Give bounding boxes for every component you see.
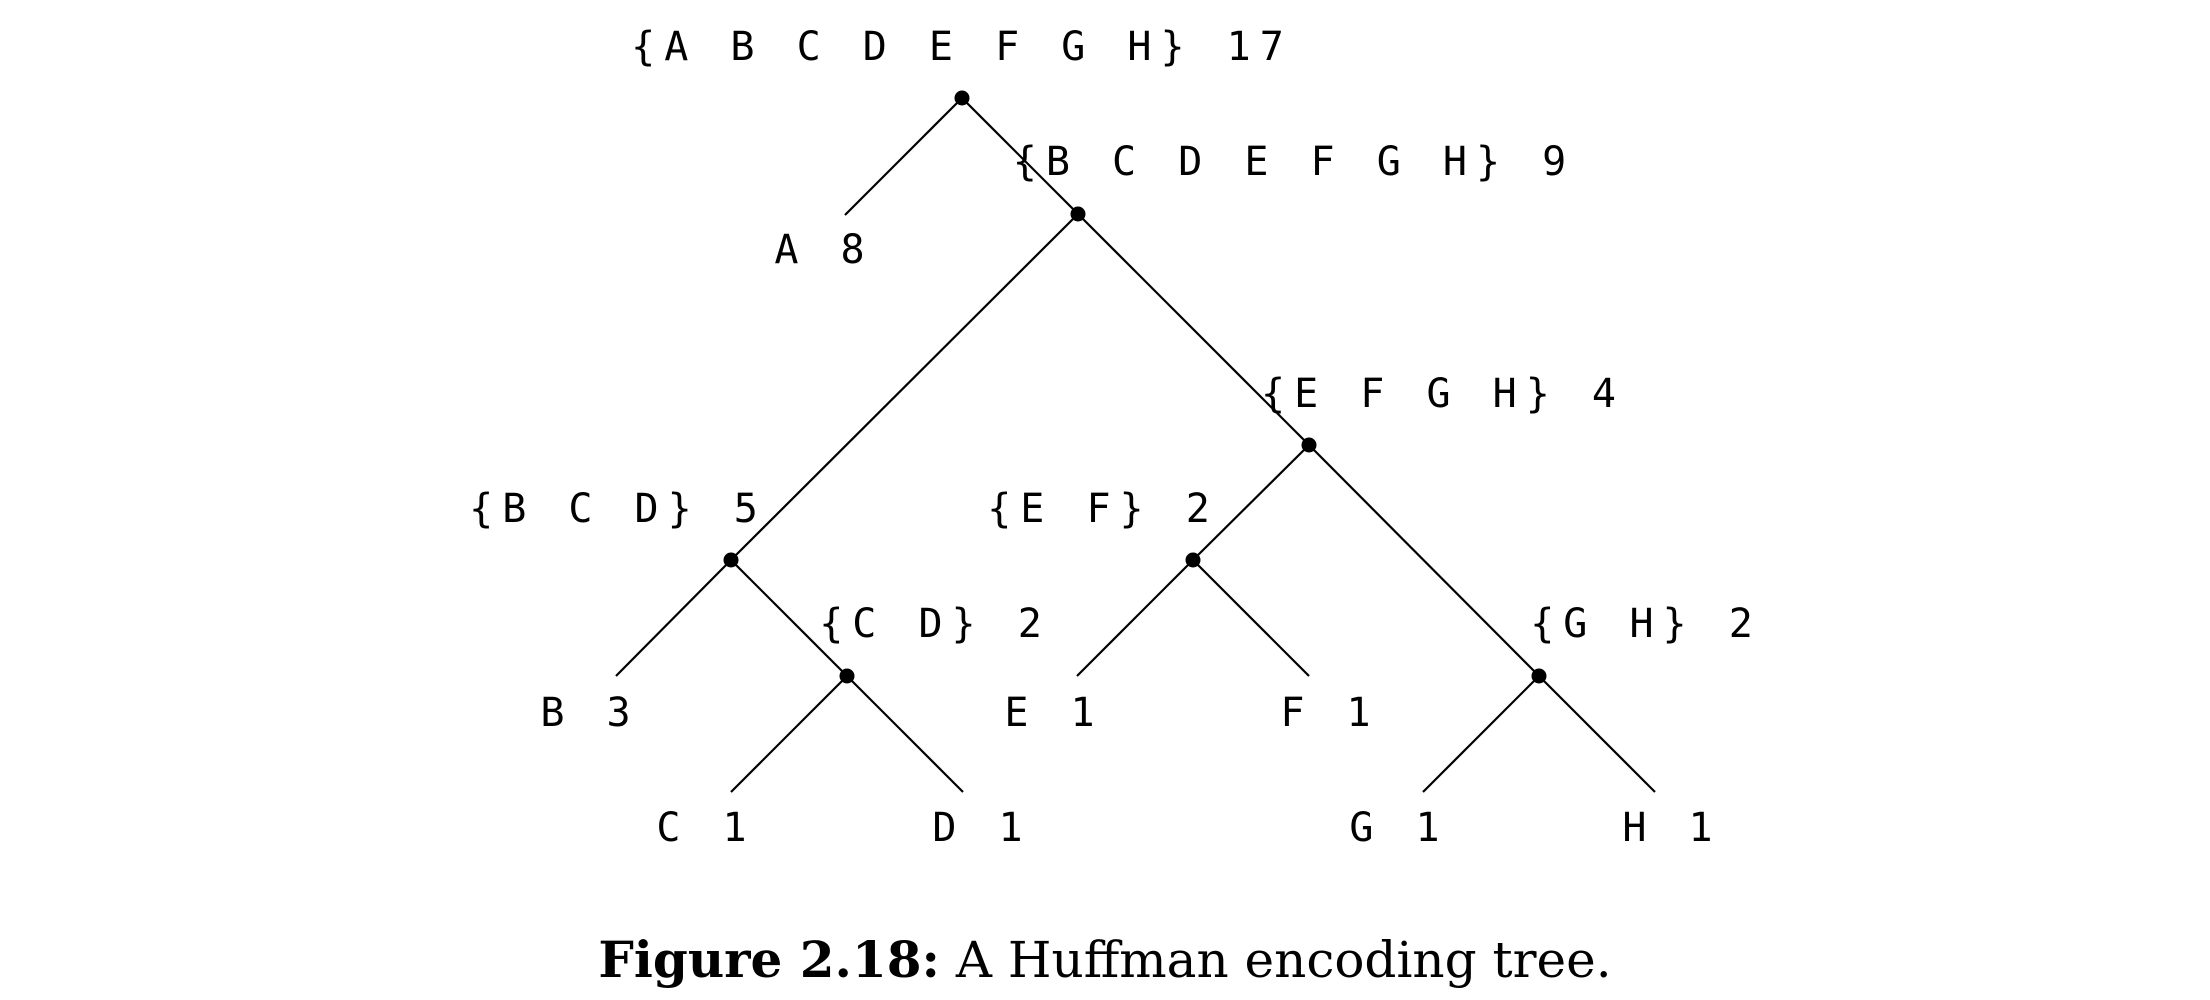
leaf-node-label-g: G 1 [1349, 805, 1448, 851]
tree-edge-root-a [844, 97, 963, 216]
tree-edge-efgh-ef [1192, 444, 1310, 561]
tree-node-dot-cd [839, 668, 855, 684]
tree-node-dot-ef [1185, 552, 1201, 568]
internal-node-label-bcdefgh: {B C D E F G H} 9 [1013, 139, 1575, 185]
leaf-node-label-a: A 8 [774, 227, 873, 273]
tree-edge-bcd-b [615, 559, 732, 677]
tree-edge-cd-c [730, 675, 848, 793]
tree-node-markers [723, 90, 1547, 684]
figure-caption-text: A Huffman encoding tree. [955, 931, 1612, 989]
tree-edge-efgh-gh [1308, 444, 1540, 677]
internal-node-label-gh: {G H} 2 [1530, 601, 1762, 647]
leaf-node-label-c: C 1 [656, 805, 755, 851]
figure-caption-label: Figure 2.18: [598, 930, 940, 989]
internal-node-label-root: {A B C D E F G H} 17 [631, 24, 1293, 70]
leaf-node-label-e: E 1 [1004, 690, 1103, 736]
leaf-node-label-b: B 3 [540, 690, 639, 736]
tree-edges [615, 97, 1656, 793]
tree-node-dot-root [954, 90, 970, 106]
tree-edge-ef-e [1076, 559, 1194, 677]
figure-caption: Figure 2.18: A Huffman encoding tree. [0, 930, 2210, 989]
leaf-node-label-h: H 1 [1622, 805, 1721, 851]
leaf-node-label-f: F 1 [1280, 690, 1379, 736]
leaf-node-label-d: D 1 [932, 805, 1031, 851]
internal-node-label-cd: {C D} 2 [819, 601, 1051, 647]
tree-edge-gh-g [1422, 675, 1540, 793]
internal-node-label-ef: {E F} 2 [987, 486, 1219, 532]
tree-edge-bcdefgh-bcd [730, 213, 1079, 561]
tree-node-dot-bcd [723, 552, 739, 568]
tree-edge-cd-d [846, 675, 964, 793]
tree-node-labels: {A B C D E F G H} 17 A 8 {B C D E F G H} 9… [469, 24, 1762, 851]
tree-node-dot-gh [1531, 668, 1547, 684]
tree-edge-bcd-cd [730, 559, 848, 677]
tree-edge-bcdefgh-efgh [1077, 213, 1310, 446]
tree-edge-gh-h [1538, 675, 1656, 793]
internal-node-label-bcd: {B C D} 5 [469, 486, 767, 532]
tree-edge-root-bcdefgh [961, 97, 1079, 215]
tree-node-dot-bcdefgh [1070, 206, 1086, 222]
tree-edge-ef-f [1192, 559, 1310, 677]
internal-node-label-efgh: {E F G H} 4 [1261, 371, 1625, 417]
huffman-tree-diagram: {A B C D E F G H} 17 A 8 {B C D E F G H} 9… [469, 24, 1762, 851]
tree-node-dot-efgh [1301, 437, 1317, 453]
